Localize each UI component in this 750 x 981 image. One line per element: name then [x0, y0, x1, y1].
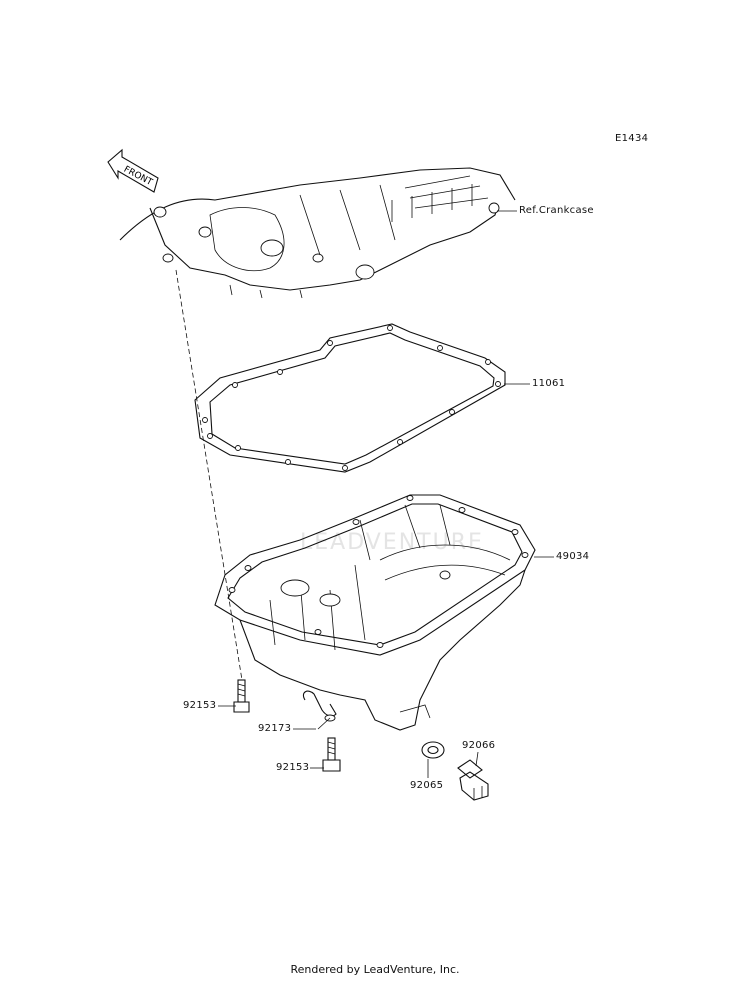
- oil-pan-drawing: [214, 494, 536, 731]
- callout-washer: 92065: [410, 780, 444, 791]
- bolt-left-drawing: [233, 679, 250, 713]
- footer-credit: Rendered by LeadVenture, Inc.: [290, 963, 460, 976]
- callout-ref-crankcase: Ref.Crankcase: [519, 205, 594, 216]
- callout-oil-pan: 49034: [556, 551, 590, 562]
- leader-drain-plug: [475, 751, 479, 767]
- alignment-dash: [175, 269, 243, 681]
- callout-bolt-lower: 92153: [276, 762, 310, 773]
- callout-drain-plug: 92066: [462, 740, 496, 751]
- gasket-drawing: [194, 323, 506, 473]
- figure-code: E1434: [615, 133, 649, 144]
- leader-clamp-tip: [317, 717, 331, 730]
- drain-plug-drawing: [457, 759, 489, 801]
- crankcase-drawing: [119, 167, 516, 299]
- callout-bolt-left: 92153: [183, 700, 217, 711]
- washer-drawing: [421, 741, 445, 759]
- clamp-drawing: [302, 690, 337, 722]
- callout-clamp: 92173: [258, 723, 292, 734]
- callout-gasket: 11061: [532, 378, 566, 389]
- front-arrow-icon: FRONT: [107, 148, 159, 193]
- watermark: LEADVENTURE: [300, 530, 484, 555]
- bolt-lower-drawing: [322, 737, 341, 772]
